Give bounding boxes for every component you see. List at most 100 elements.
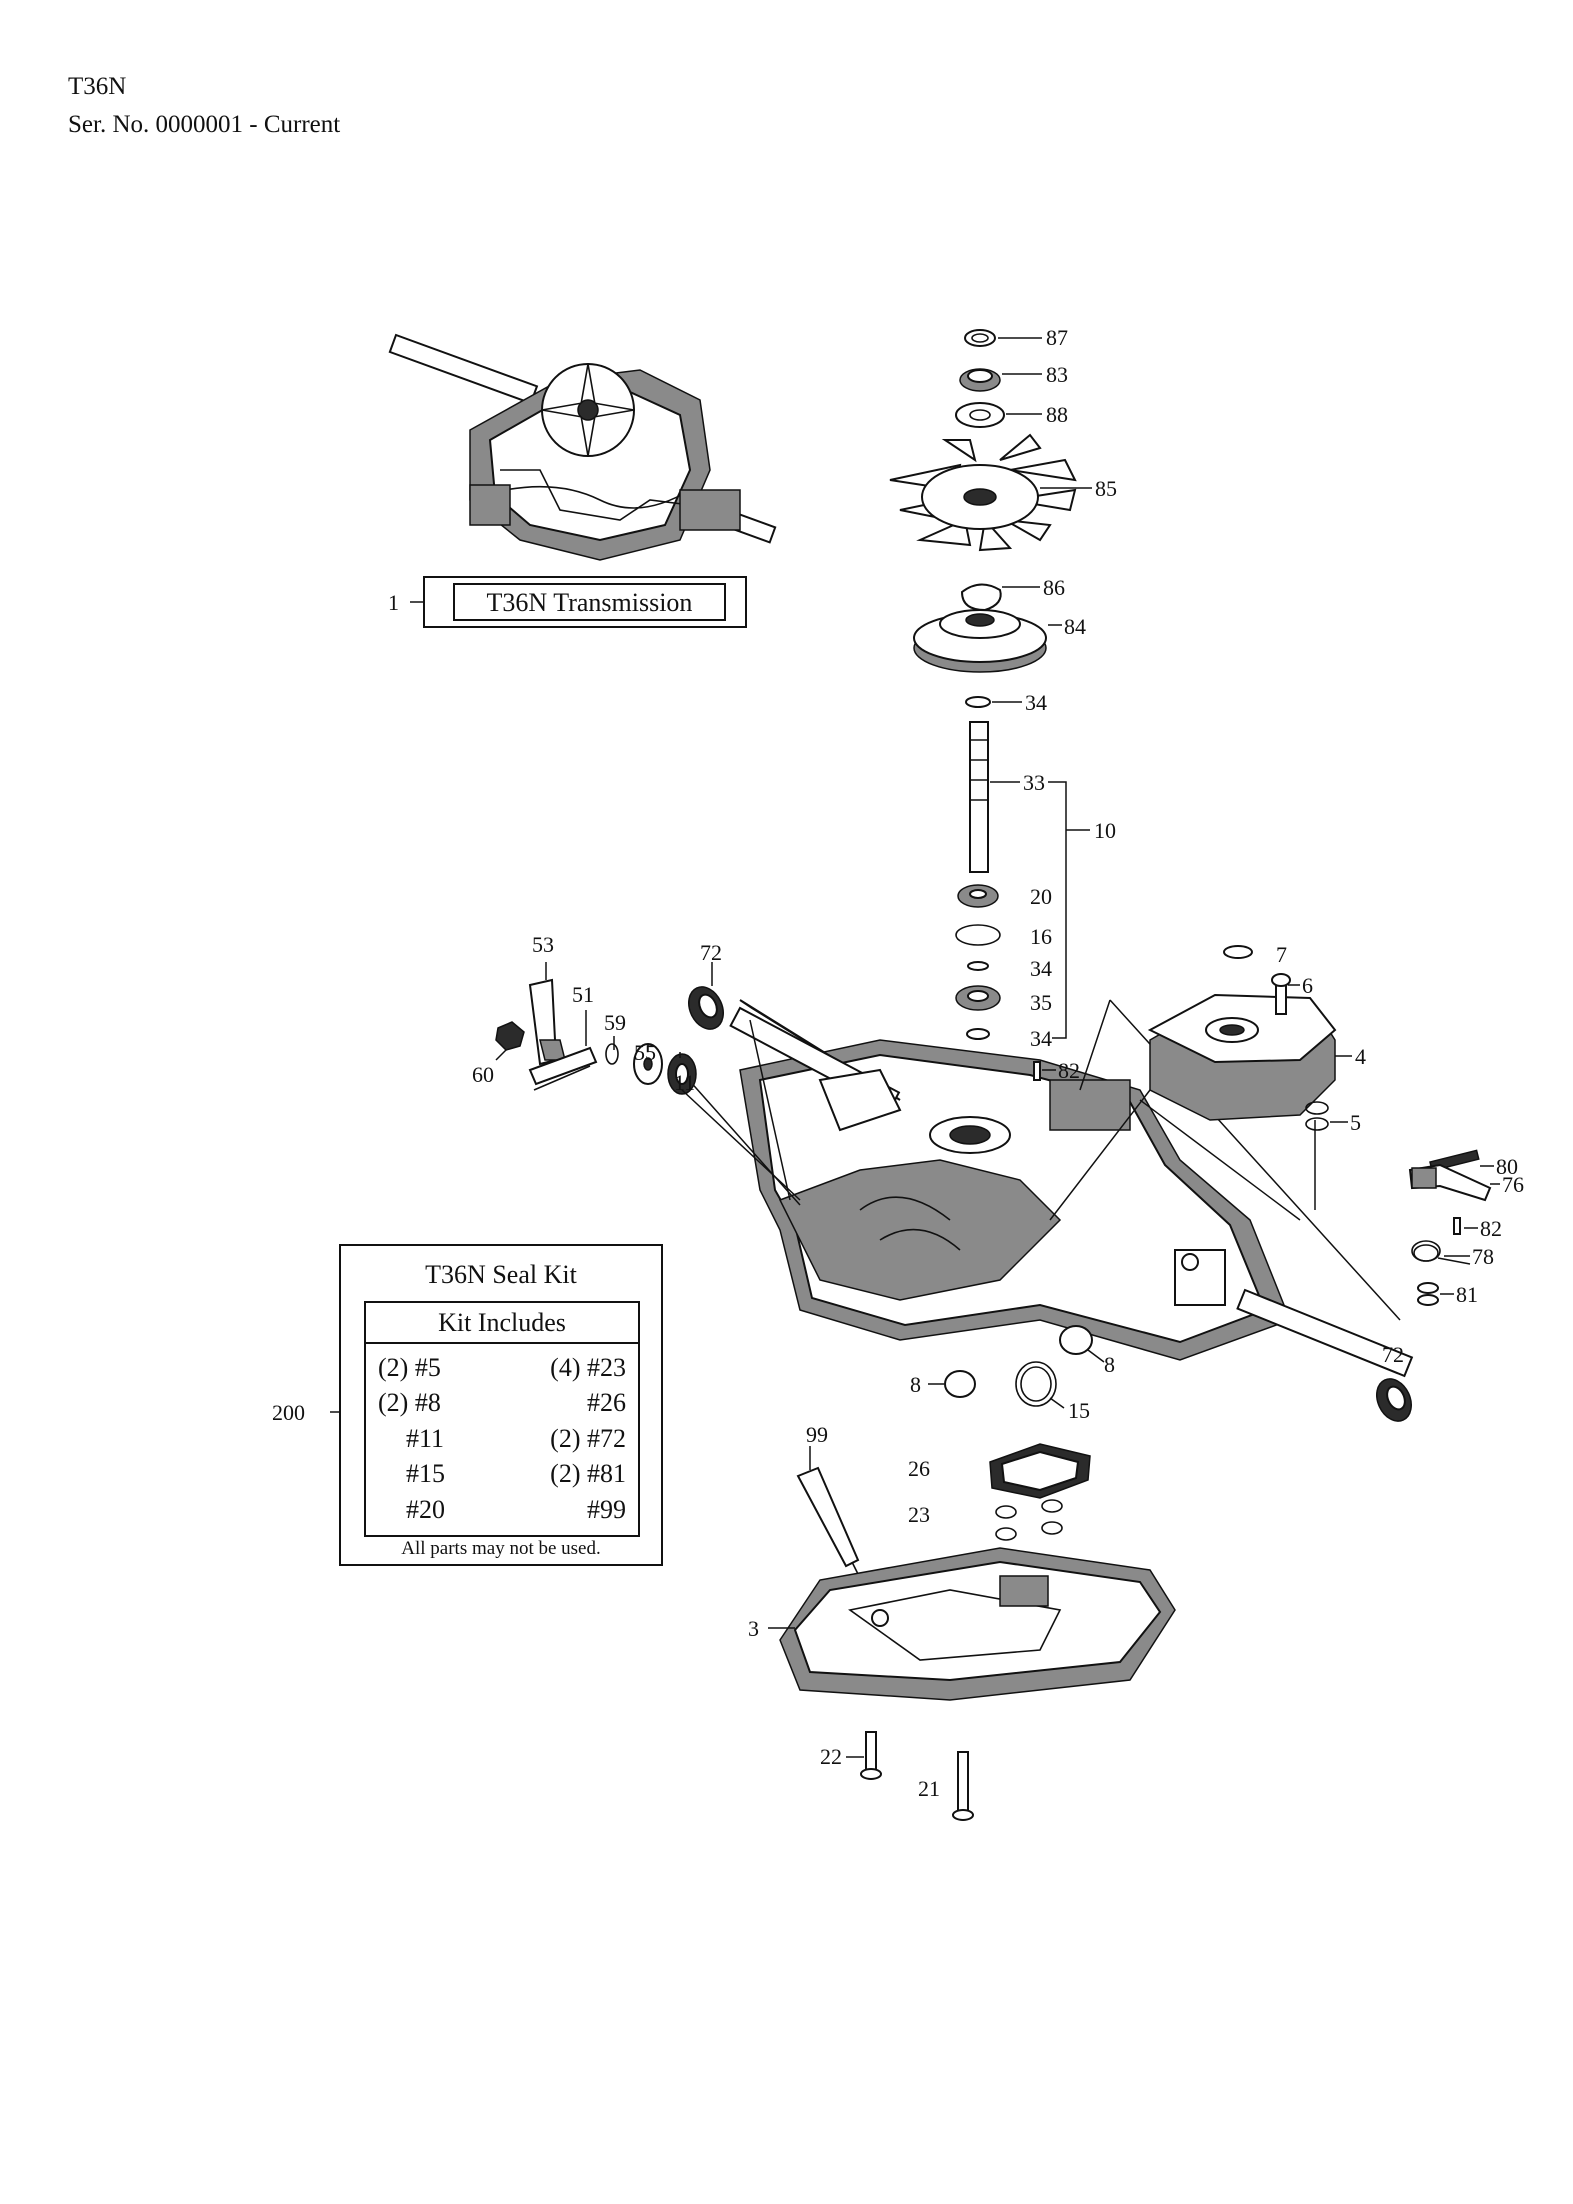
kit-item: (4) #23 xyxy=(550,1353,626,1382)
valve-plate-26 xyxy=(989,1443,1091,1499)
callout-60: 60 xyxy=(472,1062,494,1087)
callout-85: 85 xyxy=(1095,476,1117,501)
callout-59: 59 xyxy=(604,1010,626,1035)
assembled-fan-icon xyxy=(541,363,635,457)
callout-15: 15 xyxy=(1068,1398,1090,1423)
transmission-label: T36N Transmission xyxy=(453,583,726,621)
callout-72-right: 72 xyxy=(1382,1342,1404,1367)
kit-item: #26 xyxy=(587,1388,626,1417)
callout-23: 23 xyxy=(908,1502,930,1527)
callout-86: 86 xyxy=(1043,575,1065,600)
callout-35: 35 xyxy=(1030,990,1052,1015)
cooling-fan-85 xyxy=(889,433,1077,552)
callout-22: 22 xyxy=(820,1744,842,1769)
case-axle-tube-left xyxy=(818,1068,902,1132)
washers-81 xyxy=(1417,1282,1439,1306)
callout-4: 4 xyxy=(1355,1044,1366,1069)
callout-87: 87 xyxy=(1046,325,1068,350)
kit-item: (2) #5 xyxy=(378,1353,441,1382)
filter-cover-4 xyxy=(1147,993,1337,1121)
snap-ring-34-mid xyxy=(967,961,989,971)
callout-8-right: 8 xyxy=(1104,1352,1115,1377)
pulley-84 xyxy=(913,609,1047,673)
callout-7: 7 xyxy=(1276,942,1287,967)
pulley-hub-86 xyxy=(960,583,1002,612)
main-housing xyxy=(739,1039,1291,1361)
callout-82-lower: 82 xyxy=(1480,1216,1502,1241)
kit-item: #99 xyxy=(587,1495,626,1524)
washer-87 xyxy=(964,329,996,347)
bearing-35 xyxy=(955,985,1001,1011)
kit-item: (2) #81 xyxy=(550,1459,626,1488)
callout-8-left: 8 xyxy=(910,1372,921,1397)
plug-8-left xyxy=(944,1370,976,1398)
o-ring-15 xyxy=(1015,1361,1057,1407)
right-axle xyxy=(1236,1288,1414,1378)
kit-item: #20 xyxy=(406,1495,445,1524)
washer-7 xyxy=(1223,945,1253,959)
callout-83: 83 xyxy=(1046,362,1068,387)
callout-53: 53 xyxy=(532,932,554,957)
callout-21: 21 xyxy=(918,1776,940,1801)
seal-kit-contents: Kit Includes (2) #5 (4) #23 (2) #8 #26 #… xyxy=(364,1301,640,1537)
seal-kit-subtitle: Kit Includes xyxy=(366,1303,638,1344)
callout-26: 26 xyxy=(908,1456,930,1481)
spring-78 xyxy=(1411,1240,1471,1265)
kit-item: (2) #8 xyxy=(378,1388,441,1417)
callout-34-low: 34 xyxy=(1030,1026,1052,1051)
callout-51: 51 xyxy=(572,982,594,1007)
serial-range: Ser. No. 0000001 - Current xyxy=(68,111,341,138)
seal-72-left xyxy=(688,986,724,1030)
callout-1: 1 xyxy=(388,590,399,615)
washer-20 xyxy=(957,884,999,908)
bolt-22 xyxy=(860,1731,882,1780)
assembled-transmission-illustration xyxy=(388,333,777,561)
callout-88: 88 xyxy=(1046,402,1068,427)
model-title: T36N xyxy=(68,73,127,100)
brake-arm-53 xyxy=(528,978,566,1066)
kit-item: (2) #72 xyxy=(550,1424,626,1453)
callout-76: 76 xyxy=(1502,1172,1524,1197)
brake-rod-51 xyxy=(528,1046,598,1091)
nut-60 xyxy=(495,1021,525,1051)
callout-72-left: 72 xyxy=(700,940,722,965)
bolt-6 xyxy=(1271,973,1291,1015)
callout-33: 33 xyxy=(1023,770,1045,795)
pin-82-upper xyxy=(1033,1061,1041,1081)
washer-55 xyxy=(633,1043,663,1085)
seal-11 xyxy=(667,1053,697,1095)
callout-200: 200 xyxy=(272,1400,305,1425)
snap-ring-34-top xyxy=(965,696,991,708)
callout-34-top: 34 xyxy=(1025,690,1047,715)
o-rings-5 xyxy=(1305,1101,1329,1131)
callout-6: 6 xyxy=(1302,973,1313,998)
kit-item: #11 xyxy=(406,1424,445,1453)
kit-item: #15 xyxy=(406,1459,445,1488)
callout-20: 20 xyxy=(1030,884,1052,909)
snap-ring-34-low xyxy=(966,1028,990,1040)
callout-80: 80 xyxy=(1496,1154,1518,1179)
callout-3: 3 xyxy=(748,1616,759,1641)
e-ring-59 xyxy=(605,1043,619,1065)
plug-8-right xyxy=(1059,1325,1093,1355)
callout-99: 99 xyxy=(806,1422,828,1447)
bearing-83 xyxy=(959,368,1001,392)
seal-72-right xyxy=(1376,1378,1412,1422)
pin-82-lower xyxy=(1453,1217,1461,1235)
seal-kit-box: T36N Seal Kit Kit Includes (2) #5 (4) #2… xyxy=(339,1244,663,1566)
control-arm-76 xyxy=(1408,1163,1492,1202)
seal-kit-title: T36N Seal Kit xyxy=(425,1260,577,1289)
seal-kit-note: All parts may not be used. xyxy=(401,1538,601,1559)
transmission-label-box: T36N Transmission xyxy=(423,576,747,628)
callout-55: 55 xyxy=(634,1040,656,1065)
callout-10: 10 xyxy=(1094,818,1116,843)
callout-81: 81 xyxy=(1456,1282,1478,1307)
springs-23 xyxy=(995,1499,1063,1541)
washer-88 xyxy=(955,402,1005,428)
bottom-cover-3 xyxy=(779,1547,1176,1701)
callout-11: 11 xyxy=(674,1070,695,1095)
callout-16: 16 xyxy=(1030,924,1052,949)
callout-82-upper: 82 xyxy=(1058,1058,1080,1083)
bolt-21 xyxy=(952,1751,974,1821)
callout-34-mid: 34 xyxy=(1030,956,1052,981)
